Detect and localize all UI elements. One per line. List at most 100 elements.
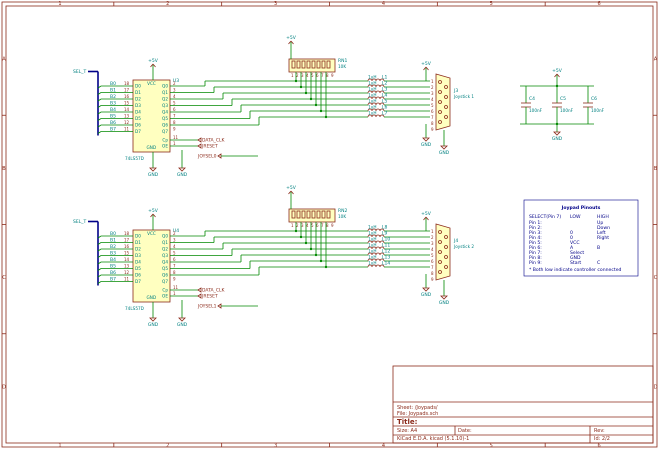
ruler-row-right-B: B: [654, 166, 658, 172]
title-block-title-label: Title:: [397, 418, 418, 426]
ch0-ic-pwr-arrow-right: [152, 63, 156, 68]
pinout-note-cell-4-0: Pin 5:: [529, 240, 542, 246]
ch0-rn-pin-0: 1: [291, 73, 294, 78]
title-block-sheet: Sheet: /Joypads/: [397, 405, 438, 411]
ch0-pin-left-4: 14: [124, 107, 130, 112]
ch0-pin-left-5: 13: [124, 114, 130, 119]
cap-value-1: 100nF: [560, 108, 574, 113]
ch1-ferrite-value-3: 1uH: [368, 243, 376, 248]
ch0-bus-entry-6: [97, 124, 102, 128]
ch1-bus-entry-7: [97, 281, 102, 284]
ch0-ferrite-value-4: 1uH: [368, 99, 376, 104]
ruler-row-left-C: C: [2, 275, 6, 281]
ch0-connector-ground-b-label: GND: [439, 150, 450, 156]
ch0-bus-net-2: B2: [110, 94, 116, 100]
ch1-rn-pin-1: 2: [296, 223, 299, 228]
ch1-con-pinnum-7: 8: [431, 271, 434, 276]
ch0-rn-pin-7: 8: [326, 73, 329, 78]
ch1-ic-oe: OE: [162, 294, 168, 299]
ch1-bus-net-3: B3: [110, 251, 116, 257]
ch1-ferrite-value-6: 1uH: [368, 261, 376, 266]
ch0-ic-in-1: D1: [135, 90, 141, 95]
ch0-con-pinnum-8: 9: [431, 127, 434, 132]
ch0-connector-pwr-arrow-right: [425, 66, 429, 71]
ch1-connector-ground-b-triangle: [440, 295, 448, 300]
ch1-rn-element-1: [296, 210, 301, 219]
ch1-con-pinnum-1: 2: [431, 235, 434, 240]
cap-ref-1: C5: [560, 96, 566, 102]
ch1-connector-ref: J4: [453, 238, 458, 244]
ch1-connector-ground-a-label: GND: [421, 292, 432, 298]
ch1-ferrite-value-1: 1uH: [368, 231, 376, 236]
ruler-row-left-D: D: [2, 384, 6, 390]
ch1-connector-pwr-arrow-right: [425, 216, 429, 221]
cap-value-0: 100nF: [529, 108, 543, 113]
ch0-connector-ground-b-triangle: [440, 145, 448, 150]
ch0-rn-pin-2: 3: [301, 73, 304, 78]
pinout-note-cell-1-2: Down: [597, 225, 610, 231]
ch1-connector-pin-3: [438, 260, 442, 264]
ch0-rn-pwr-arrow-right: [290, 40, 294, 45]
ch1-rn-pin-3: 4: [306, 223, 309, 228]
ch1-ic-value: 74LS57D: [125, 306, 144, 311]
ch1-strobe-label: JOYSEL1: [197, 304, 217, 310]
ch1-rn-element-7: [326, 210, 331, 219]
ch1-bus-net-1: B1: [110, 238, 116, 244]
title-block: Sheet: /Joypads/ File: Joypads.sch Title…: [392, 365, 654, 444]
ch0-pin-cp: 11: [173, 135, 179, 140]
ch0-pin-right-3: 5: [173, 101, 176, 106]
ch1-ic-in-1: D1: [135, 240, 141, 245]
ch1-rn-element-2: [301, 210, 306, 219]
ch0-rn-pin-1: 2: [296, 73, 299, 78]
ch0-ferrite-ref-3: L4: [382, 93, 388, 99]
ch0-ic-out-0: Q0: [162, 84, 168, 89]
junction-dot: [324, 115, 328, 119]
ch1-rn-element-4: [311, 210, 316, 219]
ch0-bus-net-7: B7: [110, 127, 116, 133]
ch1-ic-vcc: VCC: [147, 231, 156, 236]
ch0-ic-vcc: VCC: [147, 81, 156, 86]
ch0-pin-oe: 1: [173, 141, 176, 146]
ch0-ferrite-value-0: 1uH: [368, 75, 376, 80]
pinout-note-cell-3-0: Pin 4:: [529, 235, 542, 241]
ch0-ic-out-3: Q3: [162, 103, 168, 108]
pinout-note-header-2: HIGH: [597, 214, 609, 220]
ch0-rn-pwr-arrow-left: [288, 40, 292, 45]
ruler-col-top-6: 6: [597, 1, 600, 7]
ch1-ferrite-ref-3: L11: [382, 243, 390, 249]
ch1-ferrite-2: [367, 240, 385, 244]
junction-dot: [304, 241, 308, 245]
ch0-pin-right-0: 2: [173, 81, 176, 86]
ch1-ferrite-6: [367, 264, 385, 268]
ch0-rn-element-7: [326, 60, 331, 69]
ch0-pin-right-7: 9: [173, 127, 176, 132]
junction-dot: [319, 109, 323, 113]
ch0-ic-out-6: Q6: [162, 123, 168, 128]
ch1-ic-in-0: D0: [135, 234, 141, 239]
ruler-col-top-4: 4: [382, 1, 385, 7]
ruler-row-left-A: A: [2, 57, 6, 63]
ch1-ic-out-0: Q0: [162, 234, 168, 239]
ch1-connector-body: [435, 223, 451, 281]
ch0-ferrite-ref-0: L1: [382, 75, 388, 81]
ch1-con-pinnum-0: 1: [431, 229, 434, 234]
ch1-bus-entry-6: [97, 274, 102, 278]
ch0-connector-ground-a-triangle: [422, 137, 430, 142]
ch0-pin-right-4: 6: [173, 107, 176, 112]
junction-dot: [309, 247, 313, 251]
ch0-rn-element-3: [306, 60, 311, 69]
ruler-col-bottom-5: 5: [490, 443, 493, 449]
ch1-ferrite-ref-2: L10: [382, 237, 390, 243]
ch1-pin-cp: 11: [173, 285, 179, 290]
ch1-connector-pwr-label: +5V: [421, 211, 432, 217]
ruler-col-top-1: 1: [58, 1, 61, 7]
ch1-ic-out-7: Q7: [162, 279, 168, 284]
decoupling-pwr-arrow-left: [554, 73, 558, 78]
decoupling-pwr-arrow-right: [556, 73, 560, 78]
ch1-rn-pwr-arrow-right: [290, 190, 294, 195]
ch0-ic-value: 74LS57D: [125, 156, 144, 161]
ch1-connector-pin-5: [444, 235, 448, 239]
pinout-note-cell-8-0: Pin 9:: [529, 260, 542, 266]
